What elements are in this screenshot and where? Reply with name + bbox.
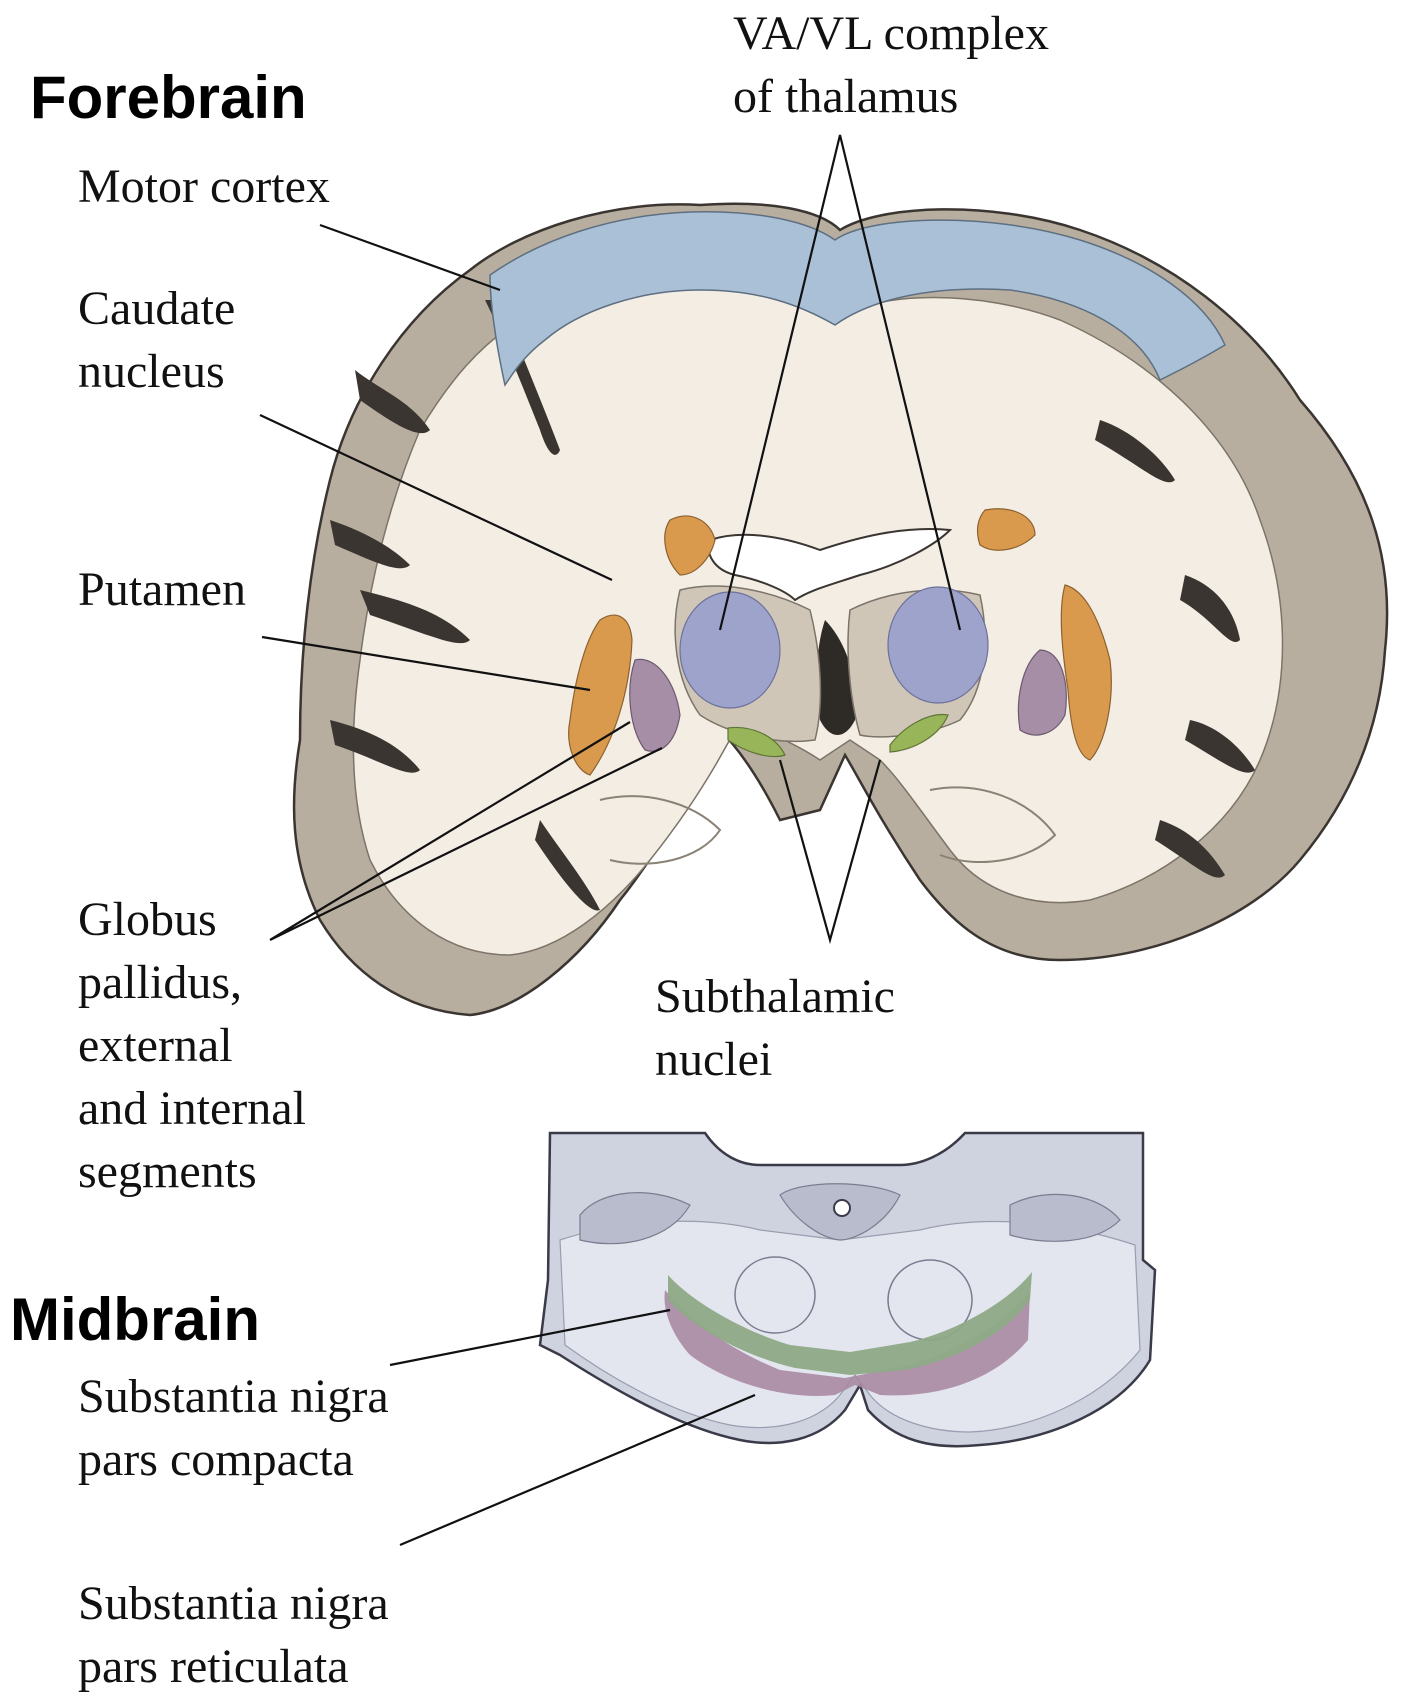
leader-subthalamic [778,759,882,945]
leader-lines [259,134,962,1547]
putamen-label-line1: Putamen [78,563,246,616]
caudate-label-line1: Caudate [78,282,236,335]
putamen-right [1060,584,1112,761]
globus-label-line4: and internal [78,1082,306,1135]
globus-label-line3: external [78,1019,233,1072]
sn-compacta-label-line1: Substantia nigra [78,1370,389,1423]
caudate-nucleus-label: Caudate nucleus [78,277,235,403]
sn-compacta-label-line2: pars compacta [78,1433,354,1486]
va-vl-label-line2: of thalamus [733,70,959,123]
forebrain-section [292,202,1389,1017]
leader-putamen [261,635,591,692]
globus-pallidus-left [629,658,681,752]
leader-va-vl [718,134,962,631]
subthalamic-nuclei-label: Subthalamic nuclei [655,965,895,1091]
tectum-left [579,1192,691,1245]
subthalamic-label-line2: nuclei [655,1033,773,1086]
midbrain-section [538,1131,1157,1448]
motor-cortex-region [489,211,1226,387]
leader-globus [269,721,663,941]
sn-reticulata-label: Substantia nigra pars reticulata [78,1572,389,1698]
globus-label-line5: segments [78,1145,257,1198]
leader-caudate [259,414,613,581]
sn-compacta [668,1272,1032,1375]
va-vl-complex-label: VA/VL complex of thalamus [733,2,1049,128]
sn-reticulata-label-line1: Substantia nigra [78,1577,389,1630]
motor-cortex-label-line1: Motor cortex [78,160,330,213]
va-vl-left [679,591,781,709]
caudate-label-line2: nucleus [78,345,225,398]
motor-cortex-label: Motor cortex [78,155,330,218]
midbrain-heading: Midbrain [10,1286,260,1353]
subthalamic-left [727,726,786,758]
leader-motor-cortex [319,223,501,292]
globus-label-line1: Globus [78,893,217,946]
leader-sn-reticulata [399,1393,756,1547]
lateral-ventricles [707,528,953,602]
va-vl-right [887,586,989,704]
globus-label-line2: pallidus, [78,956,242,1009]
aqueduct-lumen [833,1199,851,1217]
va-vl-label-line1: VA/VL complex [733,7,1049,60]
sn-compacta-label: Substantia nigra pars compacta [78,1365,389,1491]
caudate-left [664,515,716,576]
forebrain-heading: Forebrain [30,64,307,131]
caudate-right [976,508,1036,551]
forebrain-white-matter [352,275,1284,956]
leader-sn-compacta [389,1308,671,1367]
subthalamic-right [889,713,949,753]
sulci [330,300,1255,911]
third-ventricle [816,620,856,735]
putamen-label: Putamen [78,558,246,621]
globus-pallidus-right [1017,649,1067,736]
red-nucleus-left [734,1256,816,1334]
globus-pallidus-label: Globus pallidus, external and internal s… [78,888,306,1203]
putamen-left [568,614,633,776]
sn-reticulata [664,1290,1030,1396]
sn-reticulata-label-line2: pars reticulata [78,1640,349,1693]
tectum-right [1009,1193,1121,1242]
subthalamic-label-line1: Subthalamic [655,970,895,1023]
temporal-detail [599,786,1057,865]
midbrain-inner [559,1220,1141,1433]
